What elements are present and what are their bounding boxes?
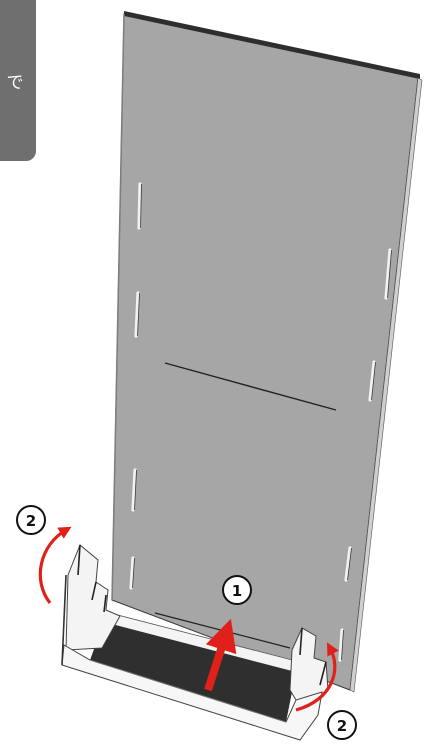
step2-left-badge: 2 <box>16 505 46 535</box>
left-slots <box>129 182 142 590</box>
step1-arrow <box>204 618 237 692</box>
step2-left-label: 2 <box>26 512 36 530</box>
step2-right-arrow <box>295 642 339 712</box>
step1-badge: 1 <box>222 575 252 605</box>
right-slots <box>338 248 392 662</box>
step1-label: 1 <box>232 582 242 600</box>
backboard-panel <box>111 11 423 693</box>
side-tab[interactable]: で <box>0 0 36 161</box>
fold-line <box>164 362 337 411</box>
side-tab-label: で <box>6 73 24 93</box>
step2-right-label: 2 <box>337 717 347 735</box>
base-tray <box>61 544 329 741</box>
step2-right-badge: 2 <box>327 710 357 740</box>
step2-left-arrow <box>38 526 72 604</box>
